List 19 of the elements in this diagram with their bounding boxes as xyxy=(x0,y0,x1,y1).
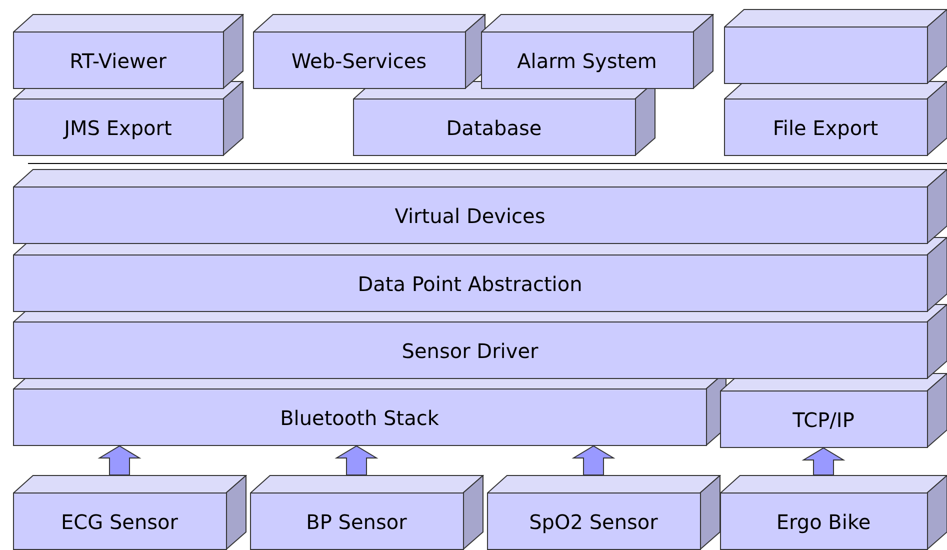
layer-label: Ergo Bike xyxy=(776,508,871,536)
block-arrow xyxy=(572,445,616,476)
layer-label: JMS Export xyxy=(64,114,172,142)
block-arrow xyxy=(802,447,846,476)
block-arrow xyxy=(334,445,378,476)
layer-label: ECG Sensor xyxy=(60,508,178,536)
layer-label: Virtual Devices xyxy=(394,202,546,230)
layer-label: File Export xyxy=(772,114,878,142)
layer-label: TCP/IP xyxy=(792,406,854,434)
layer-label: Data Point Abstraction xyxy=(358,270,582,298)
layer-label: BP Sensor xyxy=(306,508,407,536)
layer-label: SpO2 Sensor xyxy=(529,508,658,536)
layer-label: Bluetooth Stack xyxy=(280,404,439,432)
layer-label: Alarm System xyxy=(517,48,657,74)
layer-label: Web-Services xyxy=(291,48,427,74)
layer-label: Database xyxy=(446,114,542,142)
block-arrow xyxy=(98,445,142,476)
layer-label: RT-Viewer xyxy=(70,48,166,74)
layer-label: Sensor Driver xyxy=(402,338,538,364)
